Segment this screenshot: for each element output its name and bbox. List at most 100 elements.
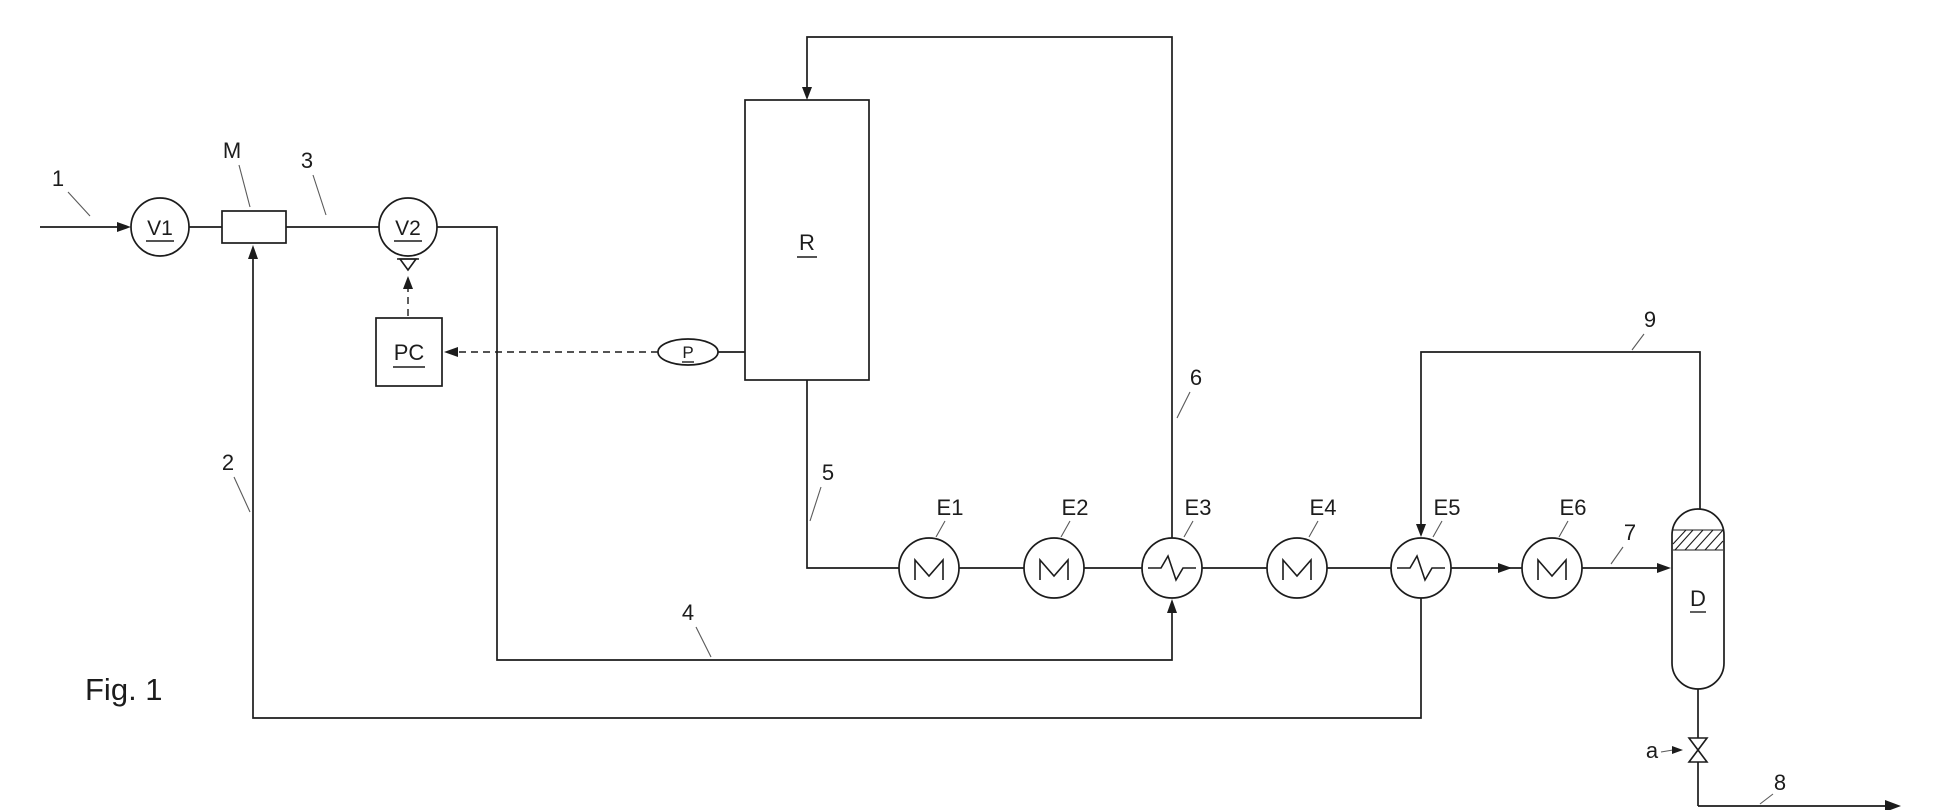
valve-lower-triangle-icon (1687, 748, 1709, 763)
arrowhead-into-e5 (1416, 524, 1426, 537)
compressor-v1: V1 (130, 197, 222, 257)
arrowhead-into-pc (444, 347, 458, 357)
stream-3-label: 3 (301, 148, 313, 173)
heat-exchange-coil-icon (1148, 554, 1196, 582)
stream-2: 2 (222, 245, 1422, 719)
leader-line (1183, 520, 1194, 538)
leader-line (695, 626, 712, 658)
leader-line (67, 191, 91, 217)
pipe-run (252, 258, 1422, 719)
exchanger-e1-body (898, 537, 960, 599)
reactor-r-label: R (799, 230, 815, 255)
stream-4: 4 (437, 226, 1177, 661)
heat-exchange-coil-icon (1397, 554, 1445, 582)
leader-line (1308, 520, 1319, 538)
arrowhead-into-actuator (403, 276, 413, 289)
arrowhead-into-reactor (802, 87, 812, 100)
stream-9: 9 (1416, 307, 1701, 537)
arrowhead-outlet (1885, 800, 1901, 810)
valve-upper-triangle-icon (1687, 737, 1709, 752)
arrowhead-at-valve (1672, 746, 1683, 754)
arrowhead-into-e6 (1498, 563, 1512, 573)
leader-line (233, 476, 251, 513)
leader-line (1610, 546, 1624, 565)
cooler-icon (914, 557, 944, 580)
pipe-run (806, 380, 899, 569)
hatch-line (1714, 540, 1724, 551)
actuator-triangle-icon (398, 258, 418, 272)
controller-pc-label: PC (394, 340, 425, 365)
compressor-v2: V2 (378, 197, 438, 272)
exchanger-e4: E4 (1266, 495, 1337, 599)
exchanger-e6-body (1521, 537, 1583, 599)
cooler-icon (1537, 557, 1567, 580)
exchanger-e3-label: E3 (1185, 495, 1212, 520)
stream-8: 8 (1697, 762, 1901, 810)
stream-9-label: 9 (1644, 307, 1656, 332)
pipe-run (1420, 351, 1701, 525)
exchanger-e6-label: E6 (1560, 495, 1587, 520)
mixer-m-body (221, 210, 287, 244)
stream-6: 6 (802, 36, 1202, 538)
hatch-line (1672, 529, 1687, 545)
separator-d: D (1671, 508, 1725, 690)
stream-2-label: 2 (222, 450, 234, 475)
sensor-p-label: P (682, 343, 693, 362)
leader-line (1660, 749, 1674, 753)
arrowhead-into-v1 (117, 222, 131, 232)
leader-line (1432, 520, 1443, 538)
pipe-run (437, 226, 1173, 661)
mixer-m-label: M (223, 138, 241, 163)
stream-3: 3 (301, 148, 327, 216)
leader-line (1558, 520, 1569, 538)
stream-5: 5 (806, 380, 899, 569)
cooler-icon (1282, 557, 1312, 580)
exchanger-e6: E6 (1521, 495, 1587, 599)
mixer-m: M (221, 138, 379, 244)
exchanger-e4-label: E4 (1310, 495, 1337, 520)
controller-pc: PC (375, 276, 443, 387)
pipe-run (806, 36, 1173, 538)
arrowhead-into-e3 (1167, 599, 1177, 613)
stream-1: 1 (40, 166, 131, 232)
stream-4-label: 4 (682, 600, 694, 625)
compressor-v1-label: V1 (147, 217, 173, 240)
leader-line (935, 520, 946, 538)
exchanger-e2-label: E2 (1062, 495, 1089, 520)
exchanger-e4-body (1266, 537, 1328, 599)
stream-8-label: 8 (1774, 770, 1786, 795)
exchanger-e2: E2 (1023, 495, 1089, 599)
valve-a-label: a (1646, 738, 1659, 763)
hatch-line (1704, 529, 1724, 551)
stream-7: 7 (1582, 520, 1671, 573)
leader-line (1176, 391, 1191, 419)
leader-line (312, 174, 327, 216)
arrowhead-into-d (1657, 563, 1671, 573)
reactor-r: R (744, 99, 870, 381)
exchanger-e1: E1 (898, 495, 964, 599)
leader-line (809, 486, 822, 522)
stream-5-label: 5 (822, 460, 834, 485)
leader-line (238, 164, 251, 208)
exchanger-e5: E5 (1390, 495, 1461, 599)
hatch-line (1674, 529, 1694, 551)
sensor-p: P (444, 338, 745, 366)
stream-6-label: 6 (1190, 365, 1202, 390)
exchanger-e1-label: E1 (937, 495, 964, 520)
exchanger-e2-body (1023, 537, 1085, 599)
separator-d-label: D (1690, 586, 1706, 611)
cooler-icon (1039, 557, 1069, 580)
exchanger-train-pipes (959, 563, 1522, 573)
exchanger-e5-label: E5 (1434, 495, 1461, 520)
stream-7-label: 7 (1624, 520, 1636, 545)
hatch-line (1684, 529, 1704, 551)
arrowhead-into-mixer (248, 245, 258, 259)
figure-caption: Fig. 1 (85, 672, 163, 707)
hatch-line (1694, 529, 1714, 551)
leader-line (1060, 520, 1071, 538)
leader-line (1759, 793, 1774, 805)
exchanger-e3: E3 (1141, 495, 1212, 599)
stream-1-label: 1 (52, 166, 64, 191)
